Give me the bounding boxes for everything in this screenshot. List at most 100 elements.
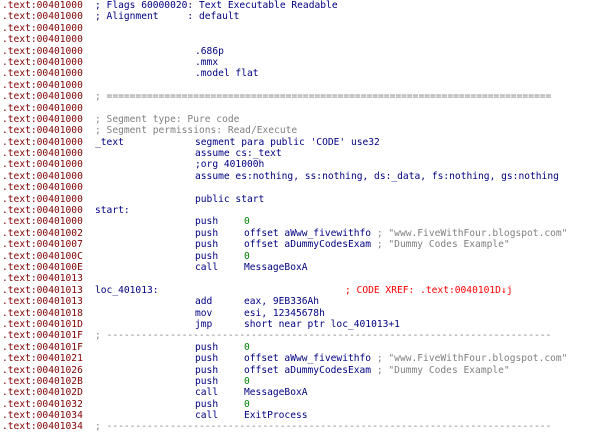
line-address[interactable]: .text:00401013 [2,296,83,308]
listing-line[interactable]: .text:00401000; Segment type: Pure code [2,114,600,125]
instruction-mnemonic[interactable]: push [195,375,219,387]
instruction-mnemonic[interactable]: call [195,261,219,273]
instruction-mnemonic[interactable]: call [195,410,219,422]
line-address[interactable]: .text:00401000 [2,79,83,91]
instruction-mnemonic[interactable]: push [195,364,219,376]
instruction-operand[interactable]: esi, 12345678h [244,308,325,319]
instruction-operand[interactable]: offset aWww_fivewithfo ; "www.FiveWithFo… [244,353,567,364]
listing-line[interactable]: .text:00401013 [2,273,600,284]
listing-line[interactable]: .text:00401000 .model flat [2,68,600,79]
assembler-directive[interactable]: .mmx [195,56,219,68]
line-address[interactable]: .text:00401002 [2,227,83,239]
instruction-operand[interactable]: offset aDummyCodesExam ; "Dummy Codes Ex… [244,365,510,376]
operand-value[interactable]: 0 [244,216,250,228]
line-address[interactable]: .text:00401000 [2,0,83,11]
instruction-operand[interactable]: 0 [244,399,250,410]
operand-value[interactable]: 0 [244,341,250,353]
assembler-directive[interactable]: .model flat [195,68,259,80]
line-address[interactable]: .text:00401000 [2,148,83,160]
listing-line[interactable]: .text:00401000; ========================… [2,91,600,102]
line-address[interactable]: .text:00401000 [2,68,83,80]
line-address[interactable]: .text:00401000 [2,45,83,57]
listing-line[interactable]: .text:00401000; Alignment : default [2,11,600,22]
instruction-mnemonic[interactable]: assume cs:_text [195,148,282,160]
instruction-mnemonic[interactable]: segment para public 'CODE' use32 [195,136,380,148]
operand-value[interactable]: offset aDummyCodesExam [244,364,372,376]
operand-value[interactable]: eax, 9EB336Ah [244,296,320,308]
instruction-mnemonic[interactable]: call [195,387,219,399]
instruction-operand[interactable]: 0 [244,342,250,353]
line-address[interactable]: .text:00401021 [2,353,83,365]
line-address[interactable]: .text:0040101F [2,330,83,342]
instruction-operand[interactable]: MessageBoxA [244,387,308,398]
instruction-operand[interactable]: 0 [244,216,250,227]
instruction-mnemonic[interactable]: push [195,227,219,239]
instruction-operand[interactable]: eax, 9EB336Ah [244,296,319,307]
line-address[interactable]: .text:00401034 [2,421,83,433]
instruction-mnemonic[interactable]: push [195,341,219,353]
listing-line[interactable]: .text:00401013 add eax, 9EB336Ah [2,296,600,307]
line-address[interactable]: .text:0040101F [2,341,83,353]
line-address[interactable]: .text:00401034 [2,410,83,422]
line-address[interactable]: .text:00401013 [2,273,83,285]
listing-line[interactable]: .text:00401000 .mmx [2,57,600,68]
operand-value[interactable]: esi, 12345678h [244,307,325,319]
assembler-directive[interactable]: .686p [195,45,224,57]
line-address[interactable]: .text:00401013 [2,284,83,296]
operand-value[interactable]: 0 [244,398,250,410]
instruction-mnemonic[interactable]: push [195,353,219,365]
listing-line[interactable]: .text:00401034; ------------------------… [2,421,600,432]
operand-value[interactable]: offset aWww_fivewithfo [244,227,372,239]
listing-line[interactable]: .text:00401000 assume cs:_text [2,148,600,159]
operand-value[interactable]: MessageBoxA [244,261,308,273]
listing-line[interactable]: .text:00401000; Flags 60000020: Text Exe… [2,0,600,11]
instruction-mnemonic[interactable]: push [195,239,219,251]
listing-line[interactable]: .text:00401000 push 0 [2,216,600,227]
instruction-mnemonic[interactable]: mov [195,307,213,319]
instruction-mnemonic[interactable]: add [195,296,213,308]
listing-line[interactable]: .text:0040102D call MessageBoxA [2,387,600,398]
listing-line[interactable]: .text:00401002 push offset aWww_fivewithfo… [2,228,600,239]
line-address[interactable]: .text:00401018 [2,307,83,319]
line-address[interactable]: .text:00401000 [2,205,83,217]
listing-line[interactable]: .text:00401000 .686p [2,46,600,57]
operand-value[interactable]: offset aWww_fivewithfo [244,353,372,365]
line-address[interactable]: .text:00401000 [2,170,83,182]
listing-line[interactable]: .text:00401034 call ExitProcess [2,410,600,421]
listing-line[interactable]: .text:0040102B push 0 [2,376,600,387]
line-address[interactable]: .text:0040102D [2,387,83,399]
line-address[interactable]: .text:00401032 [2,398,83,410]
line-address[interactable]: .text:00401000 [2,34,83,46]
code-label[interactable]: loc_401013: [95,284,159,296]
line-address[interactable]: .text:00401000 [2,216,83,228]
line-address[interactable]: .text:00401000 [2,56,83,68]
instruction-mnemonic[interactable]: public start [195,193,265,205]
instruction-operand[interactable]: 0 [244,376,250,387]
listing-line[interactable]: .text:00401000 [2,80,600,91]
operand-value[interactable]: MessageBoxA [244,387,308,399]
listing-line[interactable]: .text:00401021 push offset aWww_fivewithfo… [2,353,600,364]
line-address[interactable]: .text:00401000 [2,11,83,23]
line-address[interactable]: .text:00401000 [2,159,83,171]
line-address[interactable]: .text:0040102B [2,375,83,387]
listing-line[interactable]: .text:00401000 [2,103,600,114]
instruction-mnemonic[interactable]: push [195,216,219,228]
line-address[interactable]: .text:00401000 [2,125,83,137]
operand-value[interactable]: ExitProcess [244,410,308,422]
code-label[interactable]: _text [95,136,124,148]
line-address[interactable]: .text:00401000 [2,22,83,34]
line-address[interactable]: .text:00401000 [2,113,83,125]
line-address[interactable]: .text:00401007 [2,239,83,251]
listing-line[interactable]: .text:0040101F push 0 [2,342,600,353]
instruction-operand[interactable]: offset aWww_fivewithfo ; "www.FiveWithFo… [244,228,567,239]
listing-line[interactable]: .text:00401018 mov esi, 12345678h [2,308,600,319]
line-address[interactable]: .text:0040100C [2,250,83,262]
